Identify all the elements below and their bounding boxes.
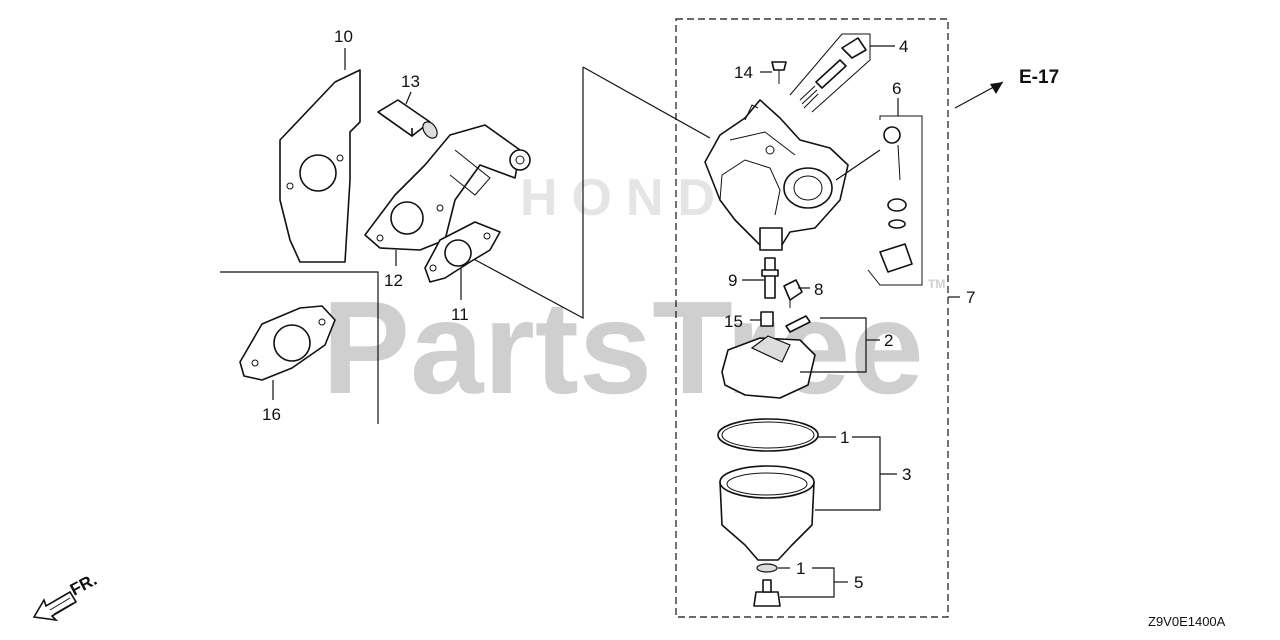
bracket-2 <box>800 317 867 373</box>
part-4-pilot-screw-set <box>789 33 871 113</box>
reference-e17[interactable]: E-17 <box>1019 67 1059 88</box>
leader-13 <box>405 91 412 105</box>
callout-5: 5 <box>854 573 863 592</box>
callout-2: 2 <box>884 331 893 350</box>
part-6-float-valve-set <box>867 115 923 286</box>
part-2-float-chamber <box>721 315 816 399</box>
watermark-partstree: PartsTree <box>322 274 924 421</box>
guide-line-16 <box>220 271 379 424</box>
part-11-gasket <box>424 221 501 283</box>
part-8-jet <box>783 279 803 308</box>
part-12-bracket <box>364 124 531 251</box>
callout-7: 7 <box>966 288 975 307</box>
callout-13: 13 <box>401 72 420 91</box>
bracket-5 <box>780 567 835 598</box>
callout-11: 11 <box>451 305 469 324</box>
guide-line-11 <box>467 67 584 320</box>
part-3-float-bowl <box>719 465 815 561</box>
front-direction-arrow-icon <box>32 590 78 622</box>
callout-8: 8 <box>814 280 823 299</box>
guide-line-carb <box>582 66 711 139</box>
bracket-3 <box>815 436 881 511</box>
arrow-right-up-icon <box>954 81 1004 109</box>
part-10-plate <box>279 69 361 263</box>
drawing-code: Z9V0E1400A <box>1148 614 1226 629</box>
callout-1-washer: 1 <box>796 559 805 578</box>
callout-12: 12 <box>384 271 403 290</box>
callout-6: 6 <box>892 79 901 98</box>
assembly-dashed-box <box>675 18 949 618</box>
leader-6-carb <box>835 149 881 181</box>
part-16-gasket <box>239 305 336 381</box>
callout-1-ring: 1 <box>840 428 849 447</box>
part-15-nozzle <box>760 311 774 327</box>
callout-3: 3 <box>902 465 911 484</box>
carburetor-body <box>704 99 849 251</box>
watermark-tm: TM <box>928 277 945 291</box>
part-9-jet <box>761 257 779 299</box>
callout-15: 15 <box>724 312 743 331</box>
callout-16: 16 <box>262 405 281 424</box>
part-13-stud <box>377 99 438 139</box>
part-14-screw <box>771 61 787 84</box>
callout-10: 10 <box>334 27 353 46</box>
part-1-ring <box>717 418 819 452</box>
callout-4: 4 <box>899 37 908 56</box>
part-5-drain-bolt <box>753 563 781 607</box>
callout-14: 14 <box>734 63 753 82</box>
callout-9: 9 <box>728 271 737 290</box>
